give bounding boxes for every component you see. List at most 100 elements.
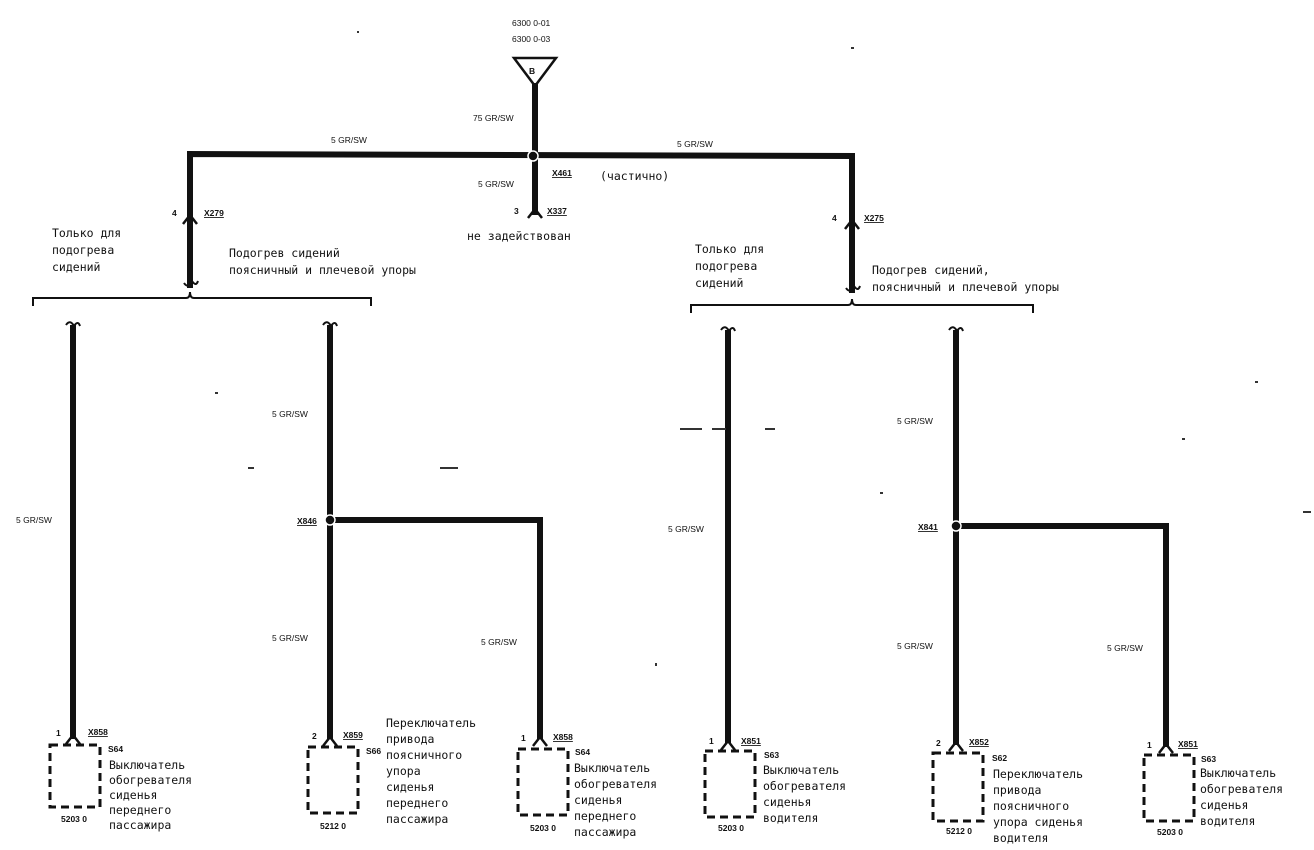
left-heat-only-3: сидений [52,260,100,274]
right-sw1-box [703,749,757,819]
ground-reference-triangle: B [511,56,559,89]
splice-node-x461 [527,150,539,162]
right-sw1-connector: X851 [741,736,761,746]
center-note: не задействован [467,229,571,243]
main-bus-wire [187,150,855,293]
right-wire-c-label: 5 GR/SW [897,641,933,651]
splice-note: (частично) [600,169,669,183]
right-sw2-label-1: Переключатель [993,767,1083,781]
connector-x275-symbol [844,217,860,230]
reference-2: 6300 0-03 [512,34,551,44]
splice-x846: X846 [297,516,317,526]
left-sw1-label-2: обогревателя [109,773,192,787]
right-heat-only-2: подогрева [695,259,757,273]
connector-x279: X279 [204,208,224,218]
left-sw2-label-7: пассажира [386,812,448,826]
left-sw3-label-2: обогревателя [574,777,657,791]
right-sw1-code: S63 [764,750,779,760]
left-heat-lumbar-2: поясничный и плечевой упоры [229,263,416,277]
left-sw2-code: S66 [366,746,381,756]
left-wire-b-label: 5 GR/SW [272,409,308,419]
right-sw3-connector: X851 [1178,739,1198,749]
right-wire-b-label: 5 GR/SW [897,416,933,426]
left-wire-d-label: 5 GR/SW [481,637,517,647]
reference-1: 6300 0-01 [512,18,551,28]
left-wire-a-label: 5 GR/SW [16,515,52,525]
left-sw3-label-3: сиденья [574,793,622,807]
left-sw2-label-3: поясничного [386,748,462,762]
right-sw2-connector-symbol [948,739,964,752]
right-sw2-module: 5212 0 [946,826,972,836]
right-sw3-pin: 1 [1147,740,1152,750]
left-sw1-label-5: пассажира [109,818,171,832]
left-sw3-module: 5203 0 [530,823,556,833]
right-wire-a-label: 5 GR/SW [668,524,704,534]
right-sw2-label-2: привода [993,783,1041,797]
center-wire-label: 5 GR/SW [478,179,514,189]
left-sw3-code: S64 [575,747,590,757]
left-heat-lumbar-1: Подогрев сидений [229,246,340,260]
center-pin: 3 [514,206,519,216]
left-heat-only-2: подогрева [52,243,114,257]
right-sw3-label-2: обогревателя [1200,782,1283,796]
right-sw1-label-2: обогревателя [763,779,846,793]
left-sw3-label-5: пассажира [574,825,636,839]
right-heat-lumbar-1: Подогрев сидений, [872,263,990,277]
left-option-brace [32,291,372,306]
left-sw1-connector-symbol [65,732,81,745]
connector-x337-symbol [527,206,543,219]
right-sw3-code: S63 [1201,754,1216,764]
left-sw2-label-5: сиденья [386,780,434,794]
connector-x279-symbol [182,212,198,225]
right-sw1-label-1: Выключатель [763,763,839,777]
feed-wire-label: 75 GR/SW [473,113,514,123]
right-sw3-module: 5203 0 [1157,827,1183,837]
right-sw1-label-4: водителя [763,811,818,825]
left-sw3-pin: 1 [521,733,526,743]
right-sw3-label-4: водителя [1200,814,1255,828]
left-sw2-label-4: упора [386,764,421,778]
left-sw2-module: 5212 0 [320,821,346,831]
left-sw2-label-6: переднего [386,796,448,810]
left-sw3-connector: X858 [553,732,573,742]
right-bus-wire-label: 5 GR/SW [677,139,713,149]
right-sw2-box [931,751,985,823]
right-sw2-code: S62 [992,753,1007,763]
left-wire-d [327,517,543,739]
right-option-brace [690,298,1034,313]
right-sw2-label-3: поясничного [993,799,1069,813]
left-bus-wire-label: 5 GR/SW [331,135,367,145]
right-wire-d-label: 5 GR/SW [1107,643,1143,653]
left-sw1-label-3: сиденья [109,788,157,802]
left-sw2-box [306,745,360,815]
right-sw3-box [1142,753,1196,823]
splice-node-x841 [950,520,962,532]
right-pin: 4 [832,213,837,223]
left-sw3-label-4: переднего [574,809,636,823]
right-sw3-label-1: Выключатель [1200,766,1276,780]
right-sw1-pin: 1 [709,736,714,746]
splice-x461: X461 [552,168,572,178]
left-sw1-box [48,743,102,809]
left-sw1-connector: X858 [88,727,108,737]
scan-noise [215,31,1311,666]
right-wire-break-top [845,284,861,292]
left-sw2-label-1: Переключатель [386,716,476,730]
right-heat-lumbar-2: поясничный и плечевой упоры [872,280,1059,294]
left-sw1-label-4: переднего [109,803,171,817]
left-sw1-label-1: Выключатель [109,758,185,772]
left-pin: 4 [172,208,177,218]
left-sw3-label-1: Выключатель [574,761,650,775]
left-sw3-connector-symbol [532,734,548,747]
right-sw2-connector: X852 [969,737,989,747]
right-sw3-label-3: сиденья [1200,798,1248,812]
left-sw1-module: 5203 0 [61,814,87,824]
splice-x841: X841 [918,522,938,532]
right-sw3-connector-symbol [1158,741,1174,754]
splice-node-x846 [324,514,336,526]
left-wire-c-label: 5 GR/SW [272,633,308,643]
right-heat-only-1: Только для [695,242,764,256]
left-heat-only-1: Только для [52,226,121,240]
connector-x337: X337 [547,206,567,216]
